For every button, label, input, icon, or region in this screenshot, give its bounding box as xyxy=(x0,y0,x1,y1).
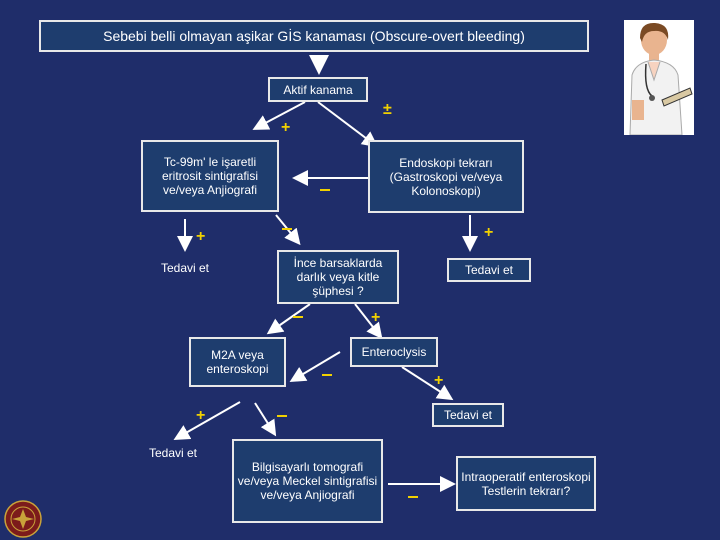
sign-minus xyxy=(282,228,292,230)
sign-minus xyxy=(277,415,287,417)
sign-plus: + xyxy=(281,119,291,136)
sign-minus xyxy=(320,189,330,191)
sign-plus: + xyxy=(196,228,206,245)
node-endoskopi-tekrari: Endoskopi tekrarı (Gastroskopi ve/veya K… xyxy=(368,140,524,213)
node-tedavi-et-4: Tedavi et xyxy=(148,446,198,460)
sign-plus: + xyxy=(484,224,494,241)
node-bilgisayarli-tomografi: Bilgisayarlı tomografi ve/veya Meckel si… xyxy=(232,439,383,523)
sign-plus-minus: ± xyxy=(383,101,392,118)
sign-minus xyxy=(293,316,303,318)
sign-plus: + xyxy=(371,309,381,326)
node-m2a-enteroskopi: M2A veya enteroskopi xyxy=(189,337,286,387)
sign-plus: + xyxy=(434,372,444,389)
sign-minus xyxy=(408,496,418,498)
node-tedavi-et-3: Tedavi et xyxy=(432,403,504,427)
node-ince-barsak: İnce barsaklarda darlık veya kitle şüphe… xyxy=(277,250,399,304)
node-tedavi-et-2: Tedavi et xyxy=(447,258,531,282)
node-tc99-sintigrafi: Tc-99m' le işaretli eritrosit sintigrafi… xyxy=(141,140,279,212)
institution-emblem xyxy=(4,500,42,538)
node-aktif-kanama: Aktif kanama xyxy=(268,77,368,102)
node-intraoperatif-enteroskopi: Intraoperatif enteroskopi Testlerin tekr… xyxy=(456,456,596,511)
sign-minus xyxy=(322,374,332,376)
node-enteroclysis: Enteroclysis xyxy=(350,337,438,367)
node-tedavi-et-1: Tedavi et xyxy=(160,261,210,275)
doctor-illustration xyxy=(624,20,694,135)
page-title: Sebebi belli olmayan aşikar GİS kanaması… xyxy=(39,20,589,52)
sign-plus: + xyxy=(196,407,206,424)
